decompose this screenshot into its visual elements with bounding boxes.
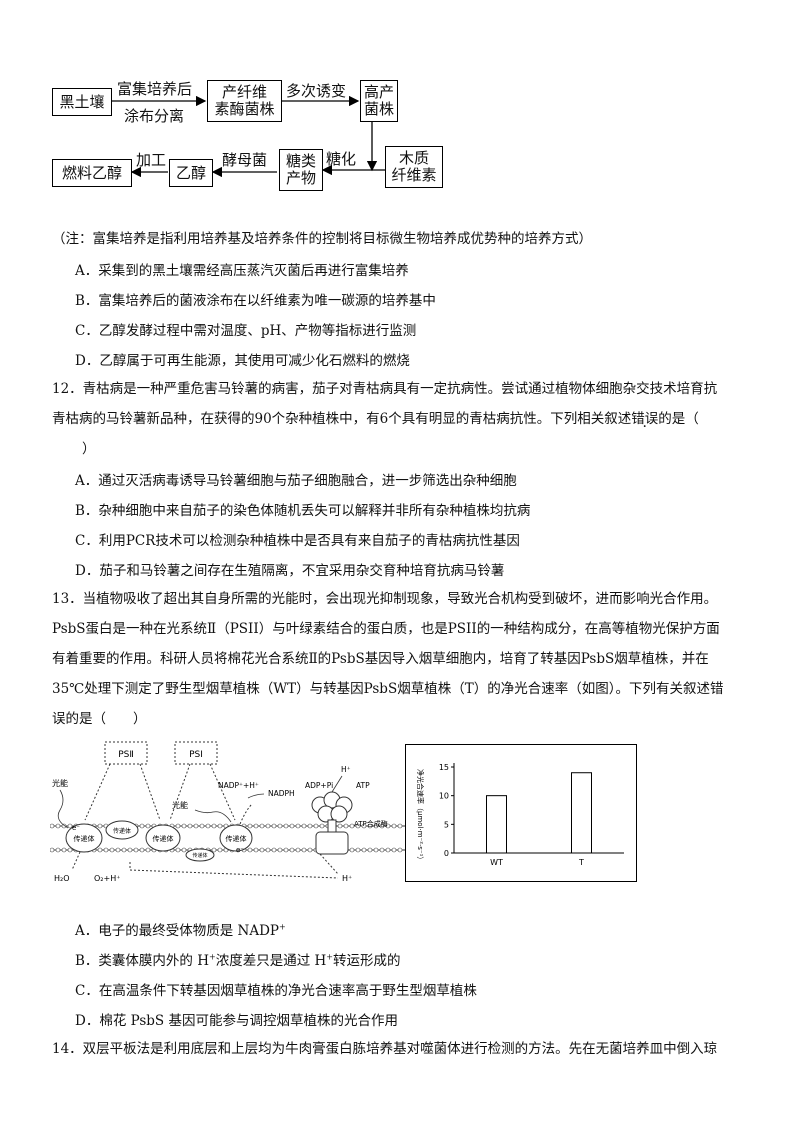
- flow-box-strain: 产纤维 素酶菌株: [207, 80, 282, 122]
- q12-stem-line3: ）: [82, 441, 96, 457]
- flow-box-wood: 木质 纤维素: [385, 146, 443, 188]
- psi-box: [174, 741, 218, 765]
- q13-stem-line5: 误的是（ ）: [52, 711, 147, 727]
- q14-stem-line1: 14．双层平板法是利用底层和上层均为牛肉膏蛋白胨培养基对噬菌体进行检测的方法。先…: [52, 1041, 718, 1057]
- svg-text:传递体: 传递体: [113, 827, 131, 835]
- x-tick-label: T: [578, 858, 584, 867]
- y-tick-label: 15: [439, 763, 449, 772]
- svg-text:传递体: 传递体: [226, 834, 247, 843]
- q11-option-c: C．乙醇发酵过程中需对温度、pH、产物等指标进行监测: [75, 323, 417, 339]
- h-top-label: H⁺: [341, 765, 351, 774]
- h2o-label: H₂O: [54, 874, 70, 883]
- psi-label: PSⅠ: [189, 750, 203, 760]
- q12-option-b: B．杂种细胞中来自茄子的染色体随机丢失可以解释并非所有杂种植株均抗病: [75, 503, 531, 519]
- q12-stem-line2: 青枯病的马铃薯新品种，在获得的90个杂种植株中，有6个具有明显的青枯病抗性。下列…: [52, 409, 699, 429]
- svg-text:传递体: 传递体: [74, 834, 95, 843]
- carrier-psi: [219, 824, 253, 852]
- h-bottom-label: H⁺: [342, 874, 352, 883]
- light-label-2: 光能: [172, 800, 188, 810]
- atp-synthase-label: ATP合成酶: [354, 819, 388, 828]
- flow-box-ethanol: 乙醇: [169, 159, 213, 187]
- psii-box: [104, 741, 148, 765]
- y-tick-label: 0: [444, 849, 449, 858]
- flow-box-sugar: 糖类 产物: [279, 149, 323, 191]
- flow-box-high-strain: 高产 菌株: [360, 80, 398, 122]
- thylakoid-membrane-diagram: PSⅡ PSⅠ 光能 光能 传递体 传递体 传递体 传递体 传递体 e⁻ e⁻ …: [50, 741, 405, 883]
- label-enrich: 富集培养后: [117, 80, 193, 98]
- q12-option-c: C．利用PCR技术可以检测杂种植株中是否具有来自茄子的青枯病抗性基因: [75, 533, 520, 549]
- label-spread: 涂布分离: [124, 107, 185, 125]
- flow-box-soil: 黑土壤: [52, 88, 112, 116]
- atp-synthase: [311, 791, 353, 855]
- q11-option-d: D．乙醇属于可再生能源，其使用可减少化石燃料的燃烧: [75, 353, 410, 369]
- x-tick-label: WT: [490, 858, 503, 867]
- svg-text:e⁻: e⁻: [72, 824, 80, 832]
- q13-option-d: D．棉花 PsbS 基因可能参与调控烟草植株的光合作用: [75, 1013, 398, 1029]
- carrier-mid-1: [105, 820, 139, 840]
- label-mutate: 多次诱变: [286, 82, 347, 100]
- y-tick-label: 10: [439, 792, 449, 801]
- atp-label: ATP: [356, 781, 370, 790]
- q12-option-d: D．茄子和马铃薯之间存在生殖隔离，不宜采用杂交育种培育抗病马铃薯: [75, 563, 505, 579]
- q13-stem-line2: PsbS蛋白是一种在光系统Ⅱ（PSII）与叶绿素结合的蛋白质，也是PSII的一种…: [52, 621, 720, 637]
- carrier-mid-2: [145, 824, 181, 852]
- q11-option-a: A．采集到的黑土壤需经高压蒸汽灭菌后再进行富集培养: [75, 263, 409, 279]
- flow-box-fuel: 燃料乙醇: [52, 159, 132, 187]
- y-axis-label: 净光合速率（μmol·m⁻²·s⁻¹）: [416, 769, 425, 863]
- label-process: 加工: [136, 151, 167, 169]
- q13-option-a: A．电子的最终受体物质是 NADP+: [75, 922, 286, 940]
- y-tick-label: 5: [444, 820, 449, 829]
- emphasis-wrong: 错误: [631, 411, 658, 427]
- bar-chart-frame: 0 5 10 15 净光合速率（μmol·m⁻²·s⁻¹） WT T: [405, 744, 637, 882]
- q11-option-b: B．富集培养后的菌液涂布在以纤维素为唯一碳源的培养基中: [75, 293, 436, 309]
- q13-option-b: B．类囊体膜内外的 H+浓度差只是通过 H+转运形成的: [75, 952, 401, 970]
- net-photosynthesis-chart: 0 5 10 15 净光合速率（μmol·m⁻²·s⁻¹） WT T: [416, 763, 624, 867]
- carrier-mid-3: [185, 848, 215, 862]
- svg-text:e⁻: e⁻: [236, 846, 244, 854]
- q13-option-c: C．在高温条件下转基因烟草植株的净光合速率高于野生型烟草植株: [75, 983, 477, 999]
- bar-wt: [486, 795, 507, 854]
- bar-t: [571, 772, 592, 854]
- nadp-label: NADP⁺+H⁺: [218, 781, 259, 790]
- carrier-psii: [65, 823, 103, 853]
- q13-stem-line3: 有着重要的作用。科研人员将棉花光合系统Ⅱ的PsbS基因导入烟草细胞内，培育了转基…: [52, 651, 709, 667]
- flow-arrows: [111, 95, 385, 178]
- label-yeast: 酵母菌: [222, 151, 268, 169]
- o2-label: O₂+H⁺: [94, 874, 120, 883]
- q11-note: （注：富集培养是指利用培养基及培养条件的控制将目标微生物培养成优势种的培养方式）: [52, 231, 592, 247]
- light-label-1: 光能: [52, 778, 68, 788]
- q13-stem-line1: 13．当植物吸收了超出其自身所需的光能时，会出现光抑制现象，导致光合机构受到破坏…: [52, 591, 718, 607]
- nadph-label: NADPH: [268, 789, 295, 798]
- svg-text:传递体: 传递体: [153, 834, 174, 843]
- svg-text:传递体: 传递体: [192, 852, 207, 859]
- adp-label: ADP+Pi: [305, 781, 333, 790]
- q13-stem-line4: 35℃处理下测定了野生型烟草植株（WT）与转基因PsbS烟草植株（T）的净光合速…: [52, 681, 724, 697]
- q12-stem-line1: 12．青枯病是一种严重危害马铃薯的病害，茄子对青枯病具有一定抗病性。尝试通过植物…: [52, 381, 718, 397]
- label-saccharify: 糖化: [326, 150, 357, 168]
- psii-label: PSⅡ: [118, 750, 134, 760]
- q12-option-a: A．通过灭活病毒诱导马铃薯细胞与茄子细胞融合，进一步筛选出杂种细胞: [75, 473, 517, 489]
